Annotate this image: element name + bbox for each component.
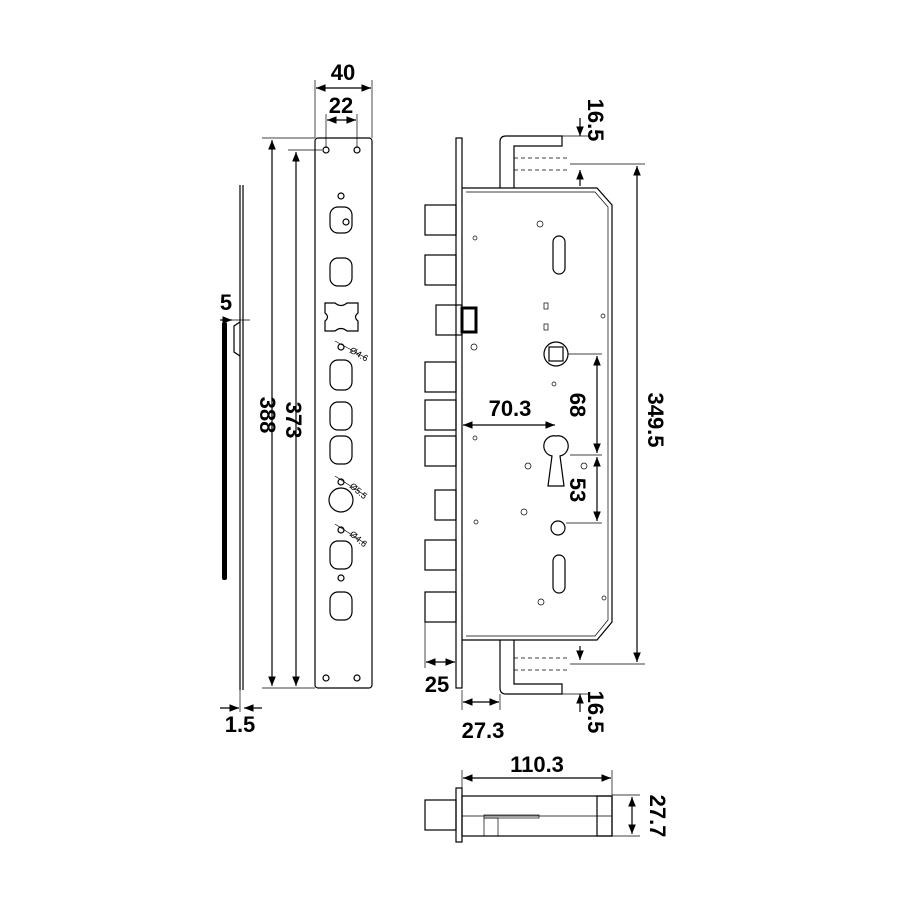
hole-label-2: Ø5.5	[348, 481, 369, 501]
dim-plate-thickness: 1.5	[225, 712, 256, 737]
hole-label-1: Ø4.6	[348, 345, 370, 363]
side-plate-view: 5 1.5	[220, 185, 262, 737]
dim-faceplate-width: 40	[331, 60, 355, 85]
dim-plate-offset: 5	[220, 290, 232, 315]
dim-hole-length: 373	[281, 402, 306, 439]
dim-hole-spacing: 22	[329, 93, 353, 118]
bolts	[424, 204, 478, 623]
dim-body-thickness: 27.7	[645, 795, 670, 838]
dim-rod-offset: 27.3	[462, 718, 505, 743]
dim-body-length: 349.5	[643, 392, 668, 447]
dim-cylinder-to-lower: 53	[565, 478, 590, 502]
dim-overall-length: 388	[255, 397, 280, 434]
dim-bolt-throw: 25	[425, 672, 449, 697]
dim-body-depth: 110.3	[510, 752, 564, 777]
faceplate-view: Ø4.6 Ø5.5 Ø4.6 40 22 388 373	[255, 60, 373, 689]
lock-top-view: 110.3 27.7	[424, 752, 670, 843]
dim-backset: 70.3	[489, 396, 532, 421]
dim-rod-top: 16.5	[583, 99, 608, 142]
dim-rod-bottom: 16.5	[583, 691, 608, 734]
dim-spindle-to-cylinder: 68	[565, 393, 590, 417]
lock-body-view: 16.5 349.5 70.3 68 53 25 27.3 16.5	[424, 99, 668, 743]
